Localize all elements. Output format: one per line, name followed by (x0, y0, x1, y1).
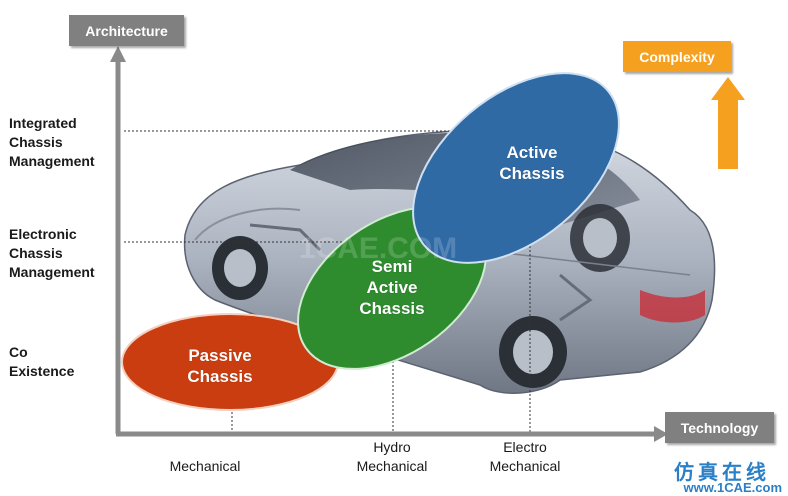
complexity-arrow-shaft (718, 98, 738, 169)
x-level-electro-mechanical: Electro Mechanical (489, 439, 561, 474)
background-watermark: 1CAE.COM (299, 232, 457, 265)
complexity-label: Complexity (623, 41, 731, 72)
active-chassis-label: Active Chassis (499, 143, 565, 183)
watermark-site-cn: 仿真在线 (674, 460, 770, 484)
semi-active-chassis-label: Semi Active Chassis (359, 257, 425, 318)
x-axis-arrowhead (654, 426, 668, 442)
complexity-arrowhead (711, 77, 745, 100)
y-level-electronic: Electronic Chassis Management (9, 226, 95, 280)
x-level-mechanical: Mechanical (169, 458, 241, 474)
active-chassis-ellipse (412, 72, 620, 264)
y-level-coexistence: Co Existence (9, 344, 75, 379)
y-axis-title: Architecture (69, 15, 184, 46)
passive-chassis-label: Passive Chassis (187, 346, 253, 386)
y-axis-arrowhead (110, 46, 126, 62)
x-level-hydro-mechanical: Hydro Mechanical (356, 439, 428, 474)
watermark-site-url: www.1CAE.com (683, 480, 782, 495)
y-level-integrated: Integrated Chassis Management (9, 115, 95, 169)
x-axis-title: Technology (665, 412, 774, 443)
